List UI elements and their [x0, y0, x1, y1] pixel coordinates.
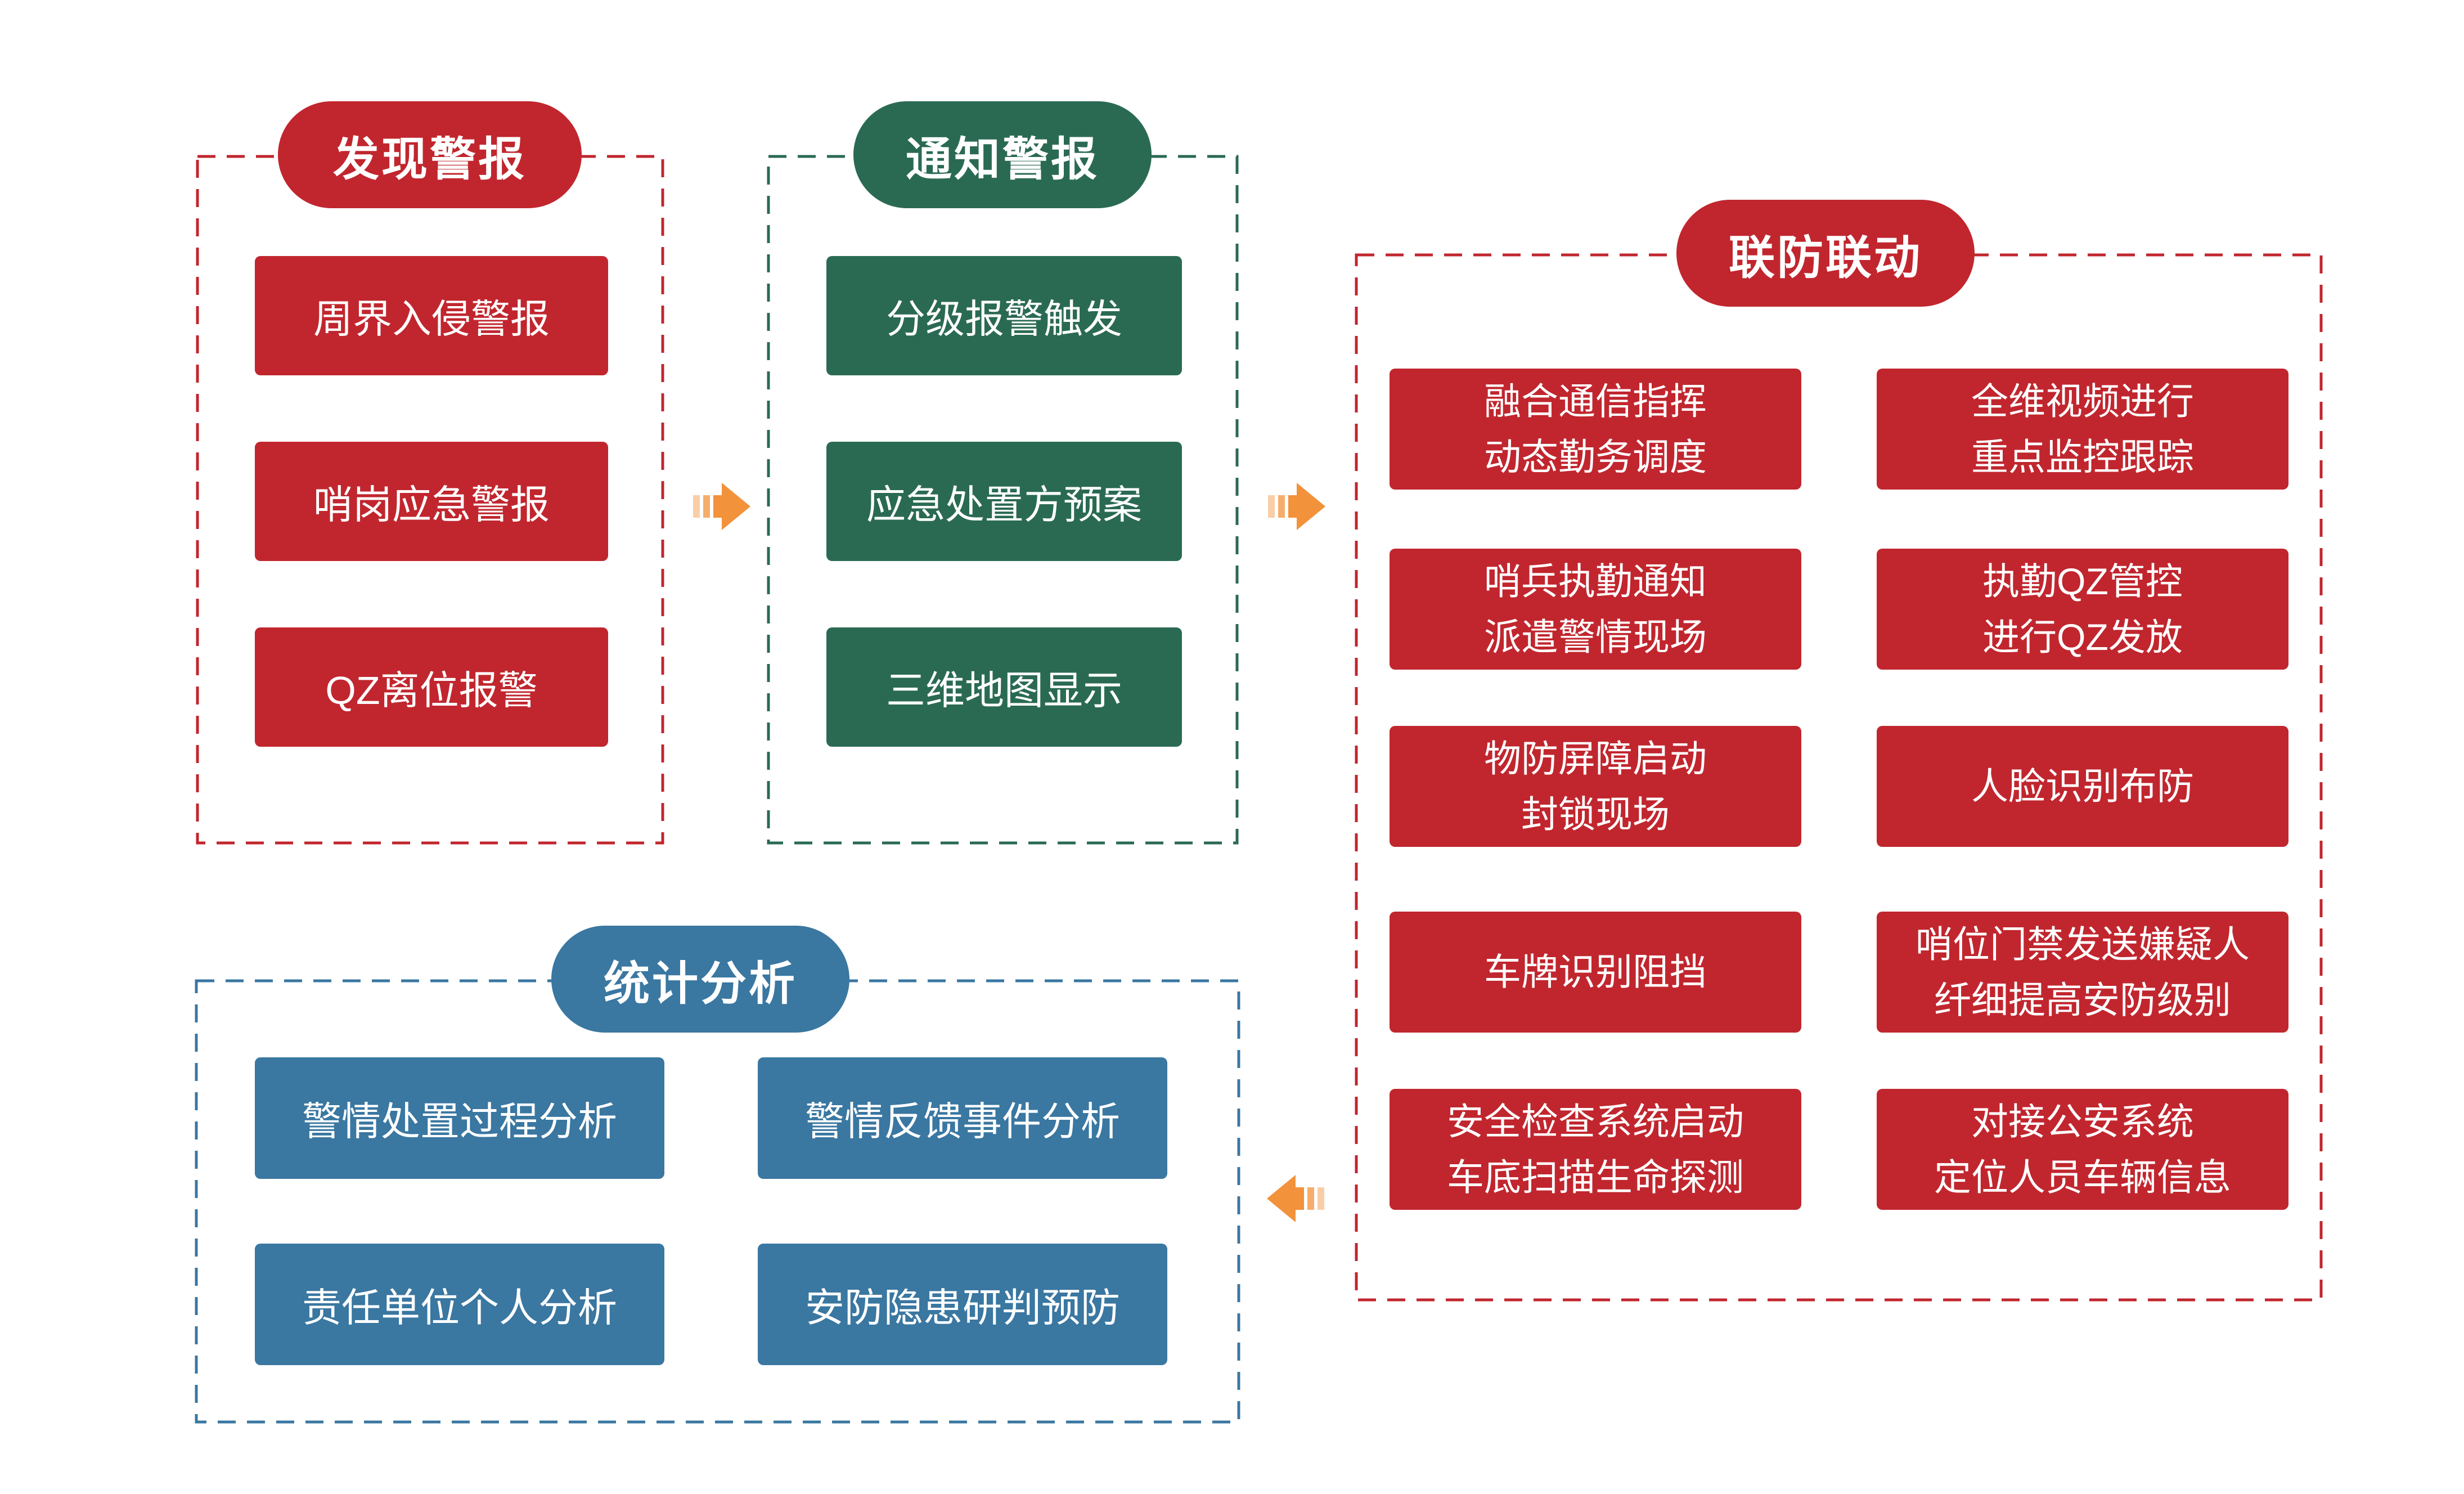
flow-box-police-system: 对接公安系统 定位人员车辆信息	[1877, 1089, 2288, 1210]
flow-box-security-check: 安全检查系统启动 车底扫描生命探测	[1390, 1089, 1801, 1210]
section-title: 统计分析	[603, 958, 797, 1010]
section-title: 联防联动	[1728, 232, 1922, 284]
flow-box-graded-alarm: 分级报警触发	[826, 256, 1182, 375]
flow-box-access-suspect: 哨位门禁发送嫌疑人 纤细提高安防级别	[1877, 912, 2288, 1033]
flow-box-hazard-prediction: 安防隐患研判预防	[758, 1244, 1167, 1365]
section-title: 通知警报	[905, 133, 1099, 185]
flow-box-comm-dispatch: 融合通信指挥 动态勤务调度	[1390, 369, 1801, 490]
flow-box-physical-barrier: 物防屏障启动 封锁现场	[1390, 726, 1801, 847]
flow-arrow-right-icon	[692, 479, 752, 533]
flow-box-qz-offpost: QZ离位报警	[255, 627, 608, 747]
flow-box-emergency-plan: 应急处置方预案	[826, 442, 1182, 561]
section-pill-joint: 联防联动	[1676, 200, 1975, 307]
panel-joint-defense: 联防联动 融合通信指挥 动态勤务调度 哨兵执勤通知 派遣警情现场 物防屏障启动 …	[1355, 200, 2323, 1302]
panel-statistics-analysis: 统计分析 警情处置过程分析 警情反馈事件分析 责任单位个人分析 安防隐患研判预防	[195, 926, 1240, 1424]
section-title: 发现警报	[332, 133, 527, 185]
flow-box-perimeter-intrusion: 周界入侵警报	[255, 256, 608, 375]
flow-box-unit-person-analysis: 责任单位个人分析	[255, 1244, 664, 1365]
section-pill-stats: 统计分析	[551, 926, 849, 1033]
flow-box-plate-recognition: 车牌识别阻挡	[1390, 912, 1801, 1033]
flow-box-sentry-duty-notice: 哨兵执勤通知 派遣警情现场	[1390, 549, 1801, 670]
section-pill-discover: 发现警报	[278, 101, 582, 208]
flow-box-handling-analysis: 警情处置过程分析	[255, 1057, 664, 1179]
flow-box-sentry-emergency: 哨岗应急警报	[255, 442, 608, 561]
flow-arrow-right-icon	[1267, 479, 1327, 533]
flow-box-face-recognition: 人脸识别布防	[1877, 726, 2288, 847]
panel-notify-alarm: 通知警报 分级报警触发 应急处置方预案 三维地图显示	[767, 101, 1239, 845]
flow-box-video-tracking: 全维视频进行 重点监控跟踪	[1877, 369, 2288, 490]
panel-discover-alarm: 发现警报 周界入侵警报 哨岗应急警报 QZ离位报警	[196, 101, 664, 845]
flow-arrow-left-icon	[1266, 1172, 1325, 1226]
section-pill-notify: 通知警报	[853, 101, 1152, 208]
flow-box-feedback-analysis: 警情反馈事件分析	[758, 1057, 1167, 1179]
flow-box-3d-map: 三维地图显示	[826, 627, 1182, 747]
flow-box-qz-control: 执勤QZ管控 进行QZ发放	[1877, 549, 2288, 670]
